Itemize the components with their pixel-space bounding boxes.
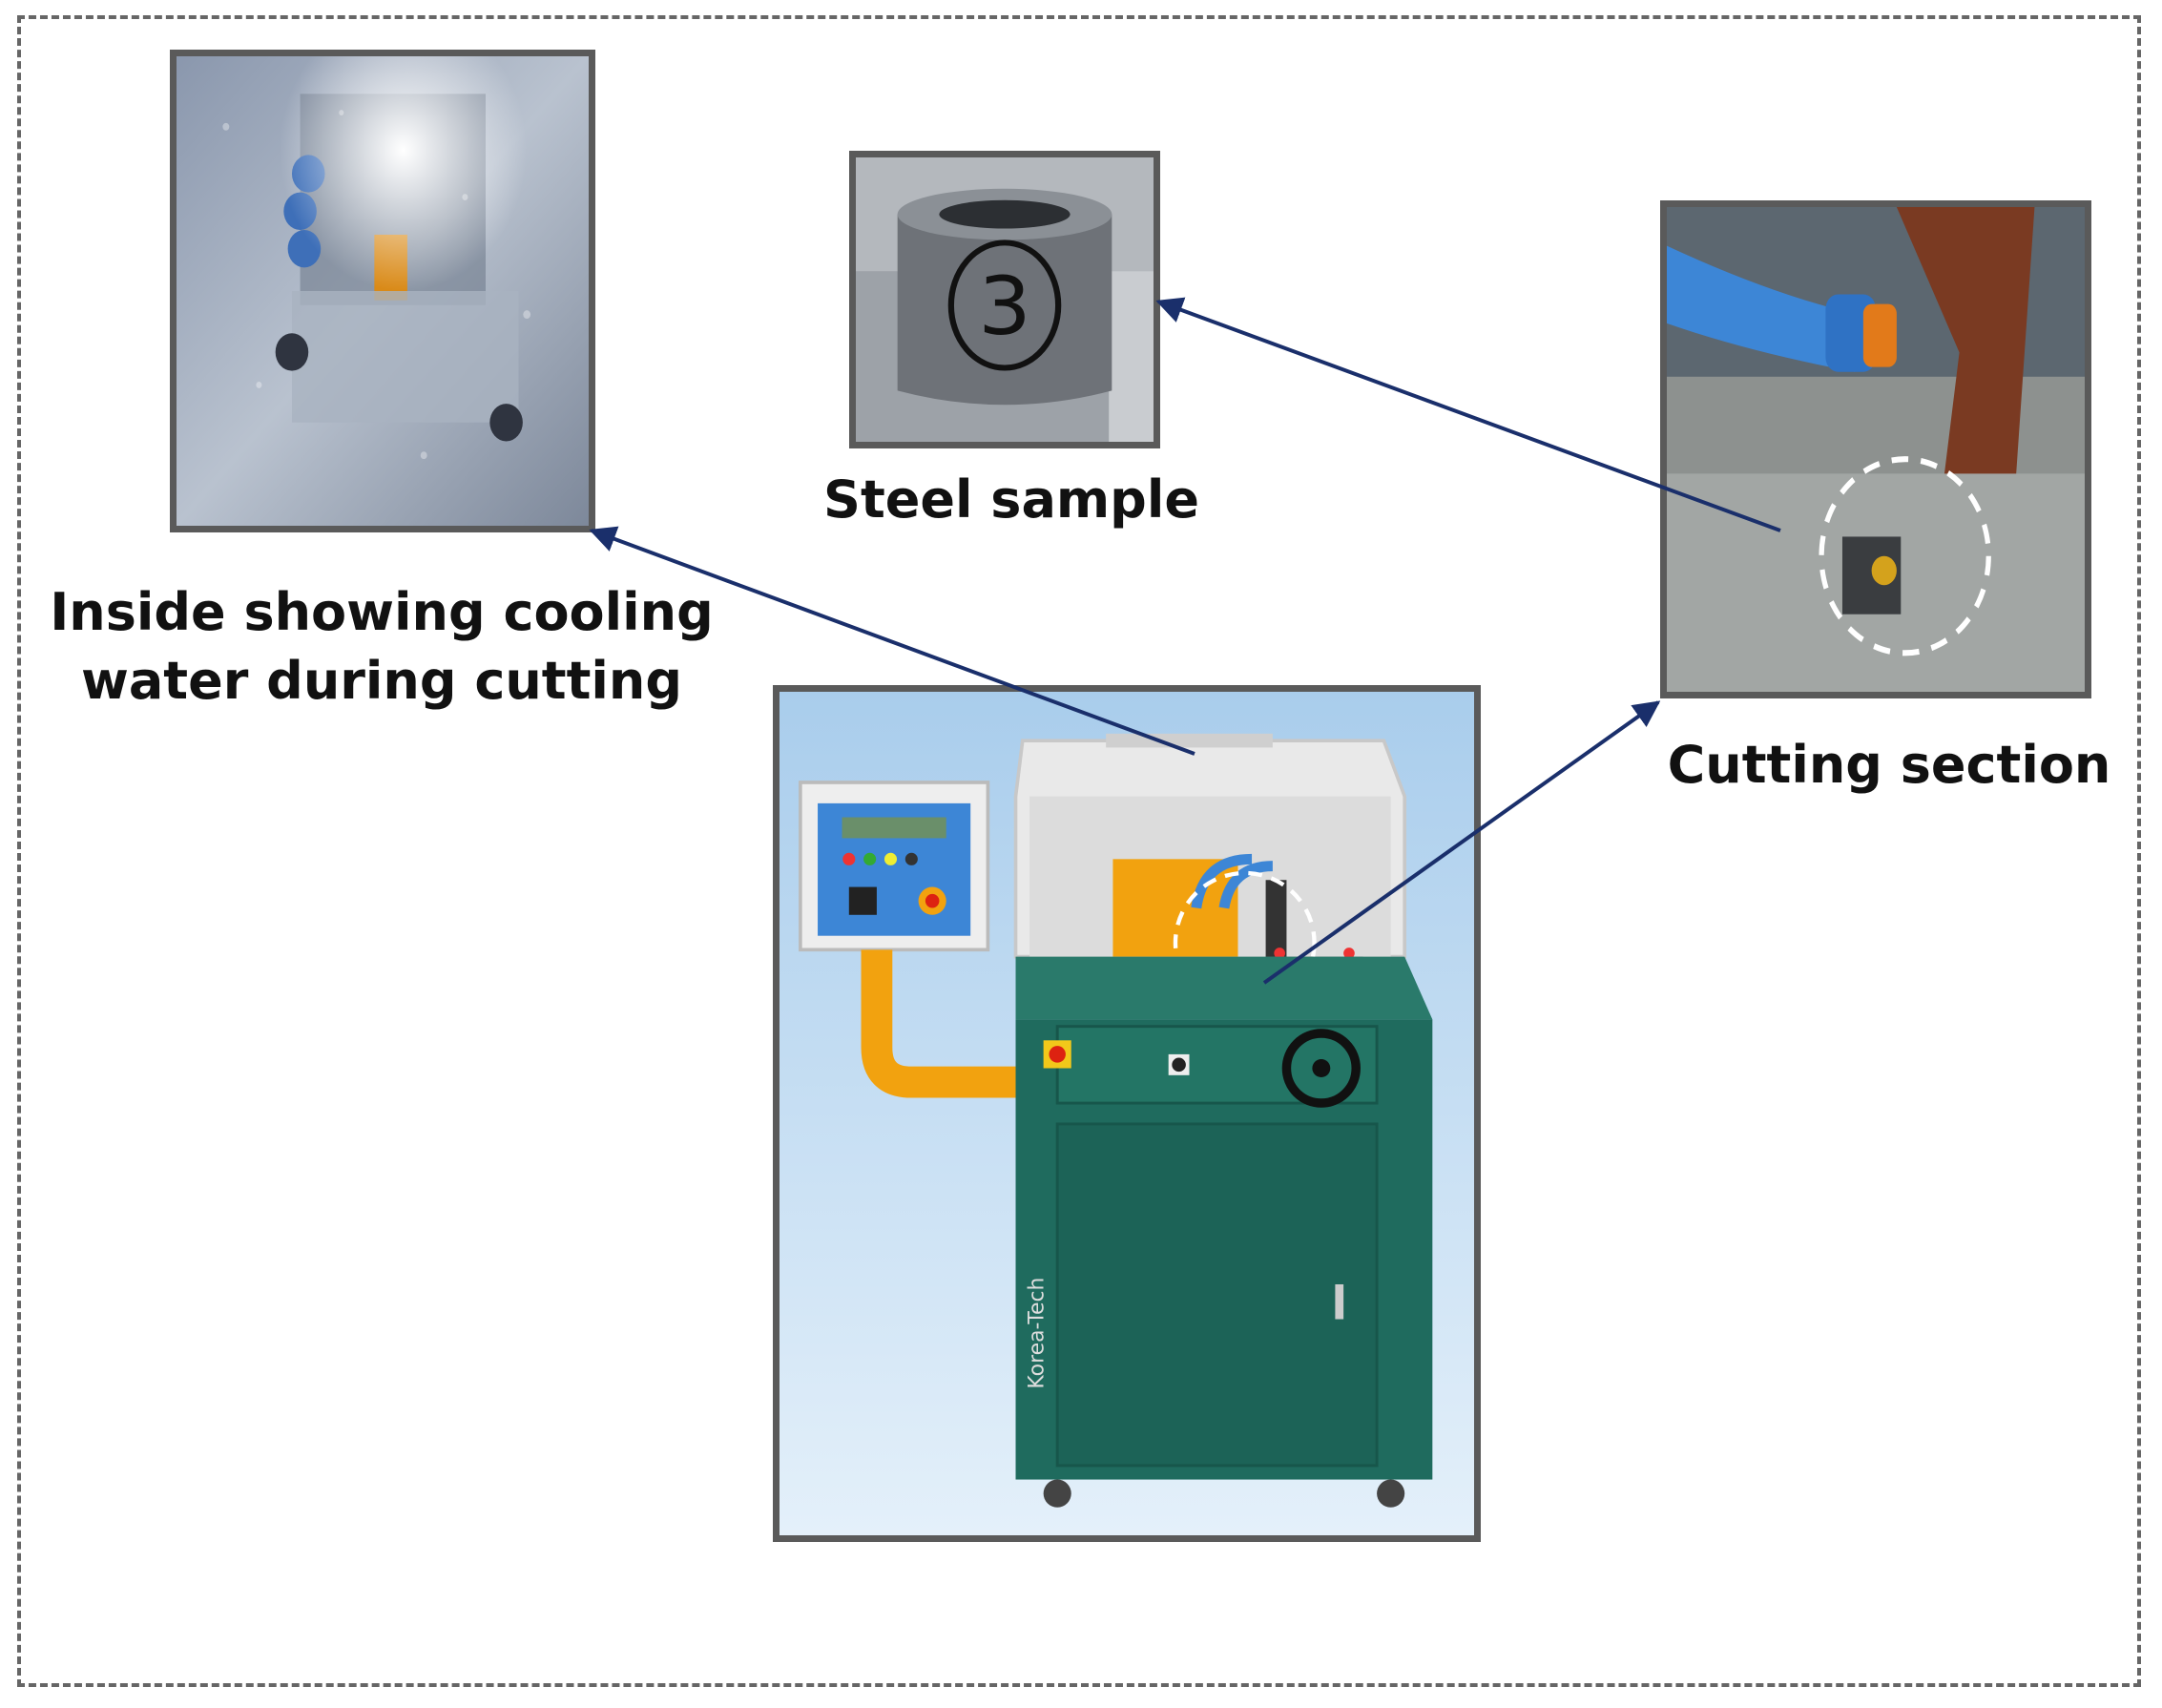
inside-label-line2: water during cutting <box>80 651 683 711</box>
inside-label-line1: Inside showing cooling <box>50 582 714 642</box>
cutting-section-label: Cutting section <box>1667 735 2111 795</box>
steel-sample-label: Steel sample <box>823 469 1199 530</box>
cooling-water-photo <box>170 50 595 532</box>
brand-text: Korea-Tech <box>1026 1278 1050 1389</box>
machine-photo: Korea-Tech <box>773 685 1481 1542</box>
dashed-outer-frame <box>17 15 2141 1687</box>
steel-sample-photo: 3 <box>849 151 1160 448</box>
cutting-section-photo <box>1660 200 2091 698</box>
inside-label: Inside showing cooling water during cutt… <box>38 578 725 716</box>
sample-number: 3 <box>978 261 1031 354</box>
